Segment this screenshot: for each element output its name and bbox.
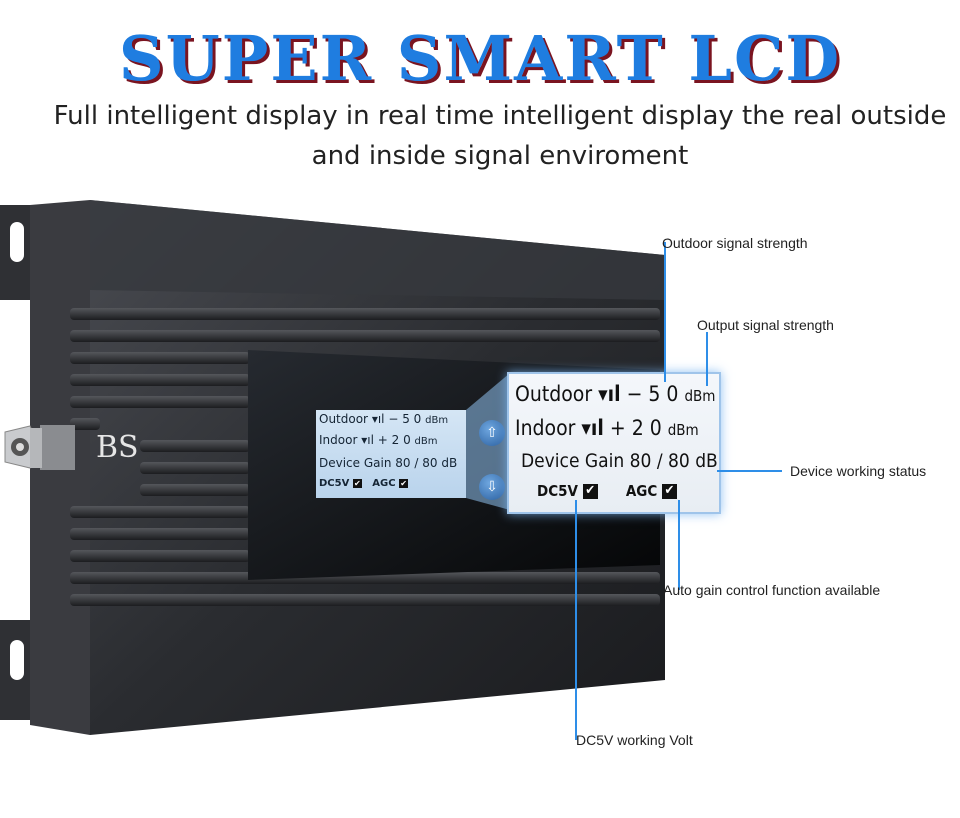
callout-dc: DC5V working Volt [576, 732, 693, 748]
callout-agc: Auto gain control function available [663, 582, 881, 598]
outdoor-unit: dBm [425, 415, 449, 426]
page-subtitle: Full intelligent display in real time in… [53, 101, 947, 171]
gain-label: Gain [584, 450, 625, 472]
down-arrow-icon: ⇩ [486, 479, 498, 495]
callout-device: Device working status [790, 463, 927, 479]
outdoor-value: − 5 0 [388, 412, 422, 426]
outdoor-value: − 5 0 [626, 382, 679, 406]
outdoor-label: Outdoor [515, 382, 593, 406]
check-icon: ✔ [399, 478, 409, 488]
signal-bars-icon: ▾ıl [371, 412, 385, 426]
callout-line-device [717, 470, 782, 472]
page-title: SUPER SMART LCD [118, 22, 842, 95]
signal-bars-icon: ▾ıl [598, 382, 621, 406]
device-label: Device [521, 450, 580, 472]
callout-line-agc [678, 500, 680, 590]
callout-line-outdoor [664, 242, 666, 382]
brand-logo: BS [96, 430, 139, 465]
agc-label: AGC [372, 478, 396, 489]
up-arrow-icon: ⇧ [486, 425, 498, 441]
device-lcd-enlarged: Outdoor ▾ıl − 5 0 dBm Indoor ▾ıl + 2 0 d… [507, 372, 721, 514]
indoor-label: Indoor [515, 416, 576, 440]
up-button[interactable]: ⇧ [479, 420, 505, 446]
dc-label: DC5V [537, 482, 578, 500]
callout-output: Output signal strength [697, 317, 834, 333]
gain-unit: dB [441, 456, 458, 470]
outdoor-unit: dBm [684, 387, 716, 405]
gain-value: 80 / 80 [629, 450, 690, 472]
outdoor-label: Outdoor [319, 412, 368, 426]
gain-value: 80 / 80 [395, 456, 438, 470]
device-lcd-small: Outdoor ▾ıl − 5 0 dBm Indoor ▾ıl + 2 0 d… [316, 410, 466, 498]
check-icon: ✔ [661, 484, 677, 499]
indoor-value: + 2 0 [609, 416, 662, 440]
agc-label: AGC [625, 482, 658, 500]
indoor-unit: dBm [414, 436, 438, 447]
indoor-label: Indoor [319, 433, 358, 447]
gain-unit: dB [695, 450, 718, 472]
dc-label: DC5V [319, 478, 350, 489]
signal-bars-icon: ▾ıl [581, 416, 604, 440]
signal-bars-icon: ▾ıl [361, 433, 374, 447]
down-button[interactable]: ⇩ [479, 474, 505, 500]
callout-line-dc [575, 500, 577, 740]
check-icon: ✔ [352, 478, 362, 488]
callout-line-output [706, 332, 708, 386]
indoor-value: + 2 0 [377, 433, 411, 447]
indoor-unit: dBm [667, 421, 699, 439]
callout-outdoor: Outdoor signal strength [662, 235, 808, 251]
check-icon: ✔ [582, 484, 598, 499]
device-label: Device [319, 456, 361, 470]
gain-label: Gain [363, 456, 392, 470]
